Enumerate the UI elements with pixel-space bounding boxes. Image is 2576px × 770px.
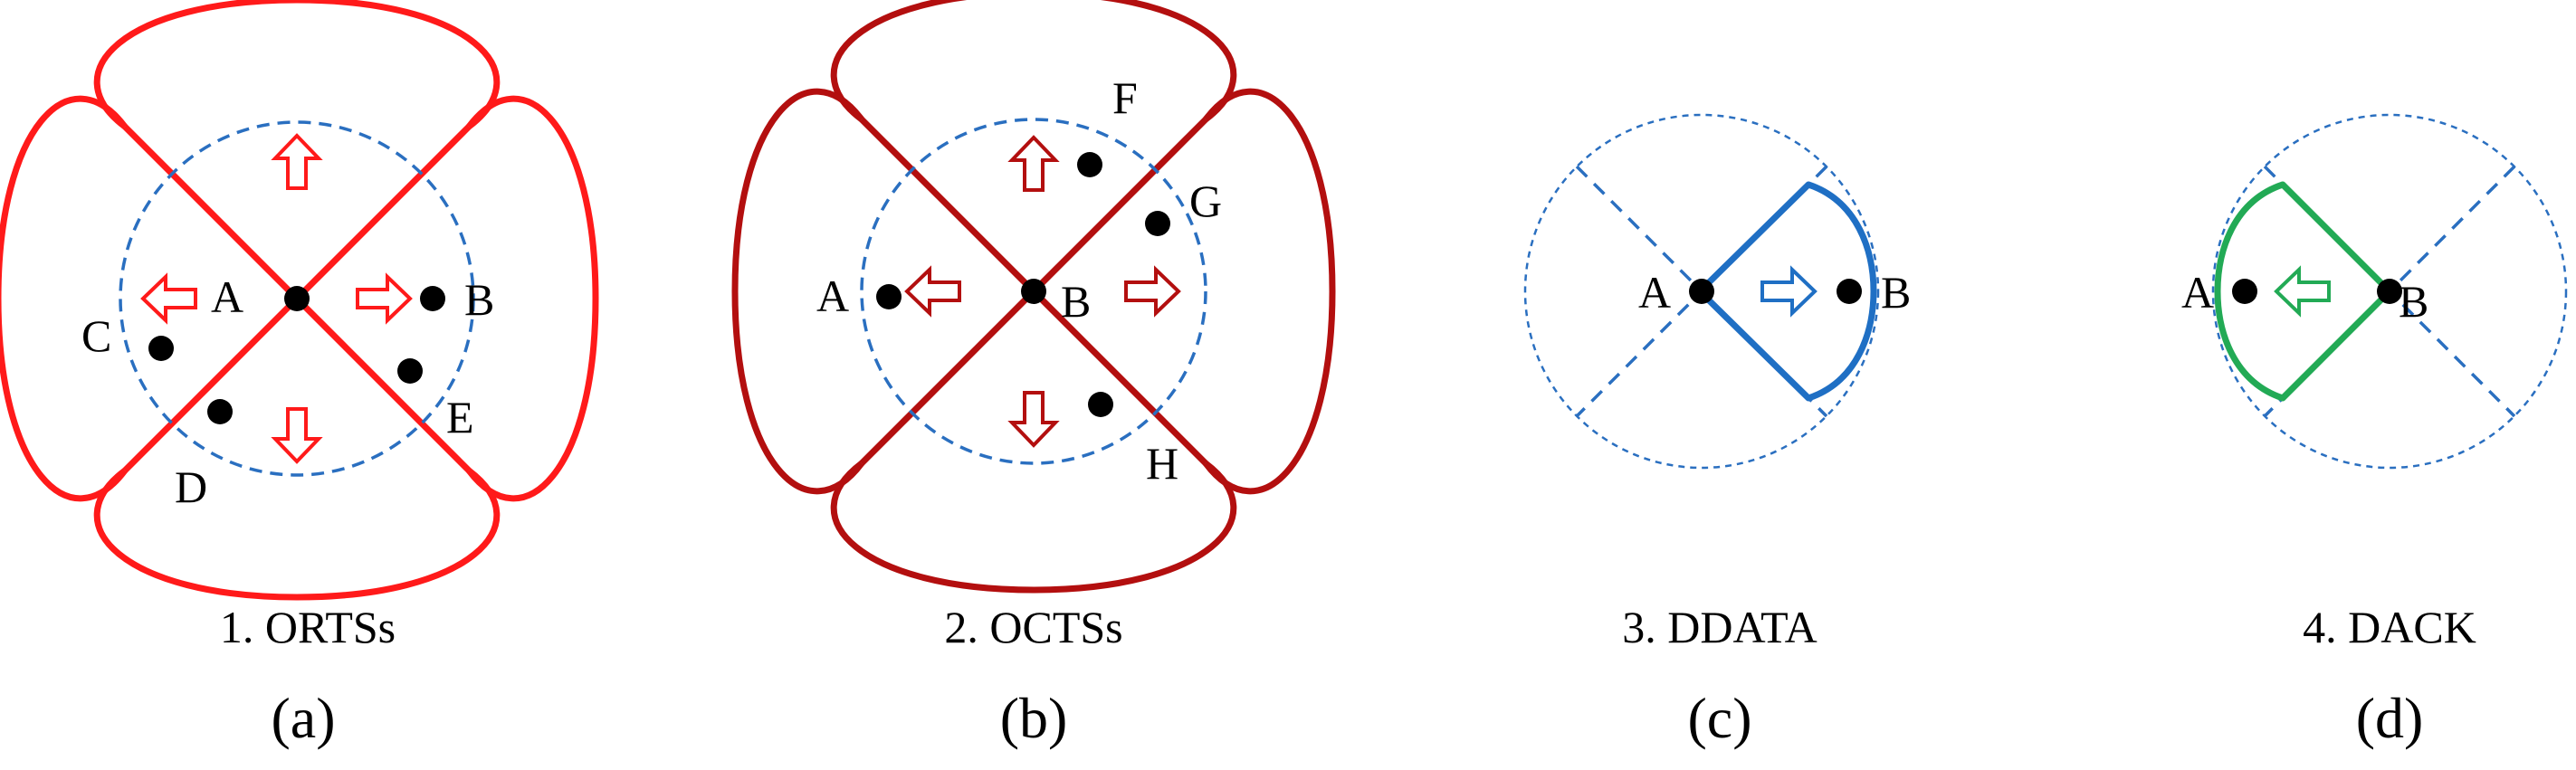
- node-e-dot: [397, 358, 423, 384]
- node-a-label: A: [1638, 267, 1671, 318]
- node-a-label: A: [816, 271, 849, 321]
- arrow-right-icon: [356, 275, 412, 322]
- node-b-label: B: [464, 274, 494, 325]
- node-b-dot: [1021, 279, 1046, 304]
- node-e-label: E: [446, 392, 474, 442]
- node-f-label: F: [1112, 72, 1138, 123]
- sublabel-d: (d): [2356, 686, 2424, 750]
- node-h-dot: [1088, 392, 1113, 417]
- transmission-range-circle: [119, 120, 475, 477]
- sublabel-b: (b): [1000, 686, 1068, 750]
- sublabel-c: (c): [1687, 686, 1751, 750]
- node-b-label: B: [1061, 276, 1091, 327]
- node-f-dot: [1077, 152, 1102, 177]
- node-a-dot: [284, 286, 310, 311]
- node-b-label: B: [2399, 276, 2428, 327]
- arrow-left-icon: [905, 268, 961, 315]
- node-g-label: G: [1189, 176, 1222, 226]
- caption-c: 3. DDATA: [1622, 602, 1817, 652]
- node-b-dot: [2377, 279, 2402, 304]
- arrow-right-icon: [1124, 268, 1180, 315]
- node-a-dot: [876, 284, 902, 309]
- sublabel-a: (a): [271, 686, 335, 750]
- node-a-dot: [1689, 279, 1714, 304]
- transmission-range-circle: [2211, 113, 2568, 470]
- panel-b: A B F G H: [731, 0, 1336, 594]
- node-b-label: B: [1881, 267, 1911, 318]
- caption-a: 1. ORTSs: [220, 602, 396, 652]
- node-h-label: H: [1146, 438, 1178, 489]
- nodes: [148, 286, 445, 424]
- nodes: [876, 152, 1170, 417]
- node-c-dot: [148, 336, 174, 361]
- dack-sector: [2214, 181, 2393, 402]
- nodes: [1689, 279, 1862, 304]
- panel-c: A B: [1523, 113, 1911, 470]
- node-d-label: D: [175, 461, 207, 512]
- transmission-range-circle: [860, 118, 1207, 465]
- node-a-dot: [2232, 279, 2257, 304]
- node-g-dot: [1145, 211, 1170, 236]
- panel-d: A B: [2181, 113, 2568, 470]
- ddata-sector: [1696, 181, 1877, 402]
- caption-d: 4. DACK: [2303, 602, 2476, 652]
- node-a-label: A: [211, 271, 243, 322]
- arrow-down-icon: [273, 407, 320, 463]
- arrow-up-icon: [1010, 136, 1057, 192]
- nodes: [2232, 279, 2402, 304]
- arrow-left-icon: [141, 275, 197, 322]
- caption-b: 2. OCTSs: [944, 602, 1122, 652]
- panel-a: A B C D E: [0, 0, 599, 601]
- transmission-range-circle: [1523, 113, 1880, 470]
- node-b-dot: [420, 286, 445, 311]
- arrow-down-icon: [1010, 391, 1057, 447]
- arrow-up-icon: [273, 134, 320, 190]
- node-a-label: A: [2181, 267, 2214, 318]
- arrow-right-icon: [1760, 268, 1817, 315]
- node-b-dot: [1837, 279, 1862, 304]
- arrow-left-icon: [2275, 268, 2331, 315]
- node-c-label: C: [81, 310, 111, 361]
- node-d-dot: [207, 399, 233, 424]
